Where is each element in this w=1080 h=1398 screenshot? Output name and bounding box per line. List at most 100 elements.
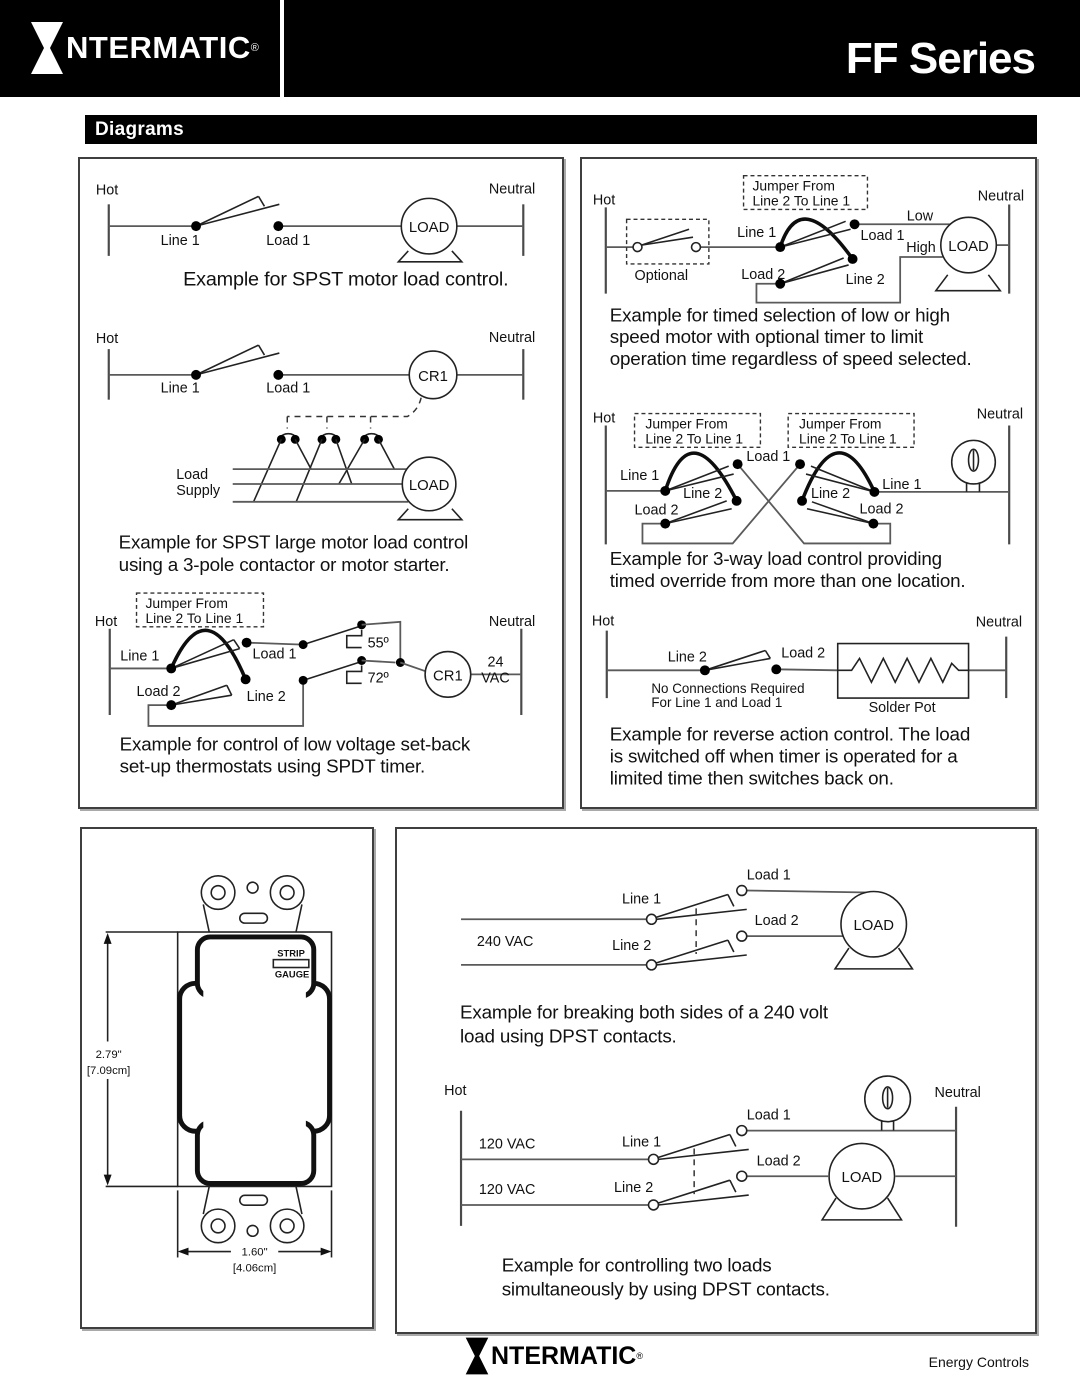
r1-hot-label: Hot xyxy=(593,192,615,208)
ba-caption-line1: Example for breaking both sides of a 240… xyxy=(460,1001,829,1022)
d3-wires xyxy=(108,628,523,727)
r2-wires xyxy=(604,425,1011,545)
r3-solder-pot-label: Solder Pot xyxy=(869,700,936,716)
intermatic-hourglass-icon xyxy=(31,22,63,74)
footer: NTERMATIC® Energy Controls xyxy=(0,1332,1080,1398)
bb-load-text: LOAD xyxy=(842,1170,883,1186)
d2-cr1-text: CR1 xyxy=(418,369,448,385)
dpst-120v-diagram: Hot Neutral 120 VAC Line 1 120 VAC Line … xyxy=(444,1075,981,1299)
device-drawing-svg: STRIP GAUGE 2.79" [7.09cm] 1.60" xyxy=(87,875,333,1274)
dpst-diagrams-panel: Line 1 240 VAC Line 2 Load 1 Load 2 xyxy=(395,827,1037,1334)
r1-jumper-note-box xyxy=(742,175,869,211)
r2-caption-line2: timed override from more than one locati… xyxy=(610,570,966,591)
bb-line2-label: Line 2 xyxy=(614,1180,653,1196)
d2-supply-wires xyxy=(232,468,409,503)
device-gauge-label: GAUGE xyxy=(275,969,309,979)
d3-jumper-line1: Jumper From xyxy=(145,595,228,611)
bb-load1-label: Load 1 xyxy=(747,1108,791,1124)
r2-jumper-right-box xyxy=(787,412,915,448)
left-diagrams-svg: Hot Neutral Line 1 Load 1 LOAD xyxy=(95,181,535,777)
bb-caption-line1: Example for controlling two loads xyxy=(502,1254,772,1275)
r1-load1-label: Load 1 xyxy=(861,228,905,244)
r1-neutral-label: Neutral xyxy=(978,188,1024,204)
ba-dpst-switch-icon xyxy=(645,884,748,971)
d3-caption-line2: set-up thermostats using SPDT timer. xyxy=(120,756,425,777)
r2-neutral-label: Neutral xyxy=(977,407,1023,423)
footer-hourglass-icon xyxy=(465,1337,489,1375)
height-dimension: 2.79" [7.09cm] xyxy=(87,931,178,1188)
brand-wordmark: NTERMATIC xyxy=(66,30,251,65)
d3-hot-label: Hot xyxy=(95,614,117,630)
r2-jumper-left-line1: Jumper From xyxy=(645,415,727,431)
bb-line1-label: Line 1 xyxy=(622,1134,661,1150)
d3-jumper-wire xyxy=(169,628,248,681)
dpst-diagrams-svg: Line 1 240 VAC Line 2 Load 1 Load 2 xyxy=(444,868,981,1300)
ba-wires xyxy=(461,889,869,966)
r2-line2-right-label: Line 2 xyxy=(811,486,850,502)
r2-jumper-wire-right xyxy=(800,451,877,502)
d3-jumper-line2: Line 2 To Line 1 xyxy=(145,610,243,626)
device-strip-label: STRIP xyxy=(277,949,305,959)
d2-caption-line2: using a 3-pole contactor or motor starte… xyxy=(119,554,450,575)
d3-jumper-note-box xyxy=(135,592,265,628)
r1-optional-label: Optional xyxy=(635,268,688,284)
r1-motor-icon: LOAD xyxy=(934,216,1002,292)
left-diagrams-panel: Hot Neutral Line 1 Load 1 LOAD xyxy=(78,157,564,809)
ba-line1-label: Line 1 xyxy=(622,891,661,907)
r2-lamp-icon xyxy=(950,439,997,492)
d1-switch-icon xyxy=(191,195,284,232)
device-width-cm: [4.06cm] xyxy=(233,1262,276,1274)
footer-intermatic-logo: NTERMATIC® xyxy=(465,1337,643,1375)
r3-neutral-label: Neutral xyxy=(976,615,1022,631)
ba-line2-label: Line 2 xyxy=(612,938,651,954)
footer-brand-wordmark: NTERMATIC xyxy=(491,1341,637,1370)
d2-relay-coil-icon: CR1 xyxy=(408,350,458,400)
d2-load-supply-label2: Supply xyxy=(176,483,221,499)
brand-trademark: ® xyxy=(250,42,259,54)
d3-thermostat-contacts-icon xyxy=(298,620,427,685)
d3-temp72-label: 72º xyxy=(368,670,390,686)
d3-line1-label: Line 1 xyxy=(120,648,159,664)
r2-load1-label: Load 1 xyxy=(746,449,790,465)
r2-load2-right-label: Load 2 xyxy=(860,502,904,518)
section-banner: Diagrams xyxy=(85,115,1037,144)
header-divider xyxy=(280,0,284,97)
device-strip-gauge-slot xyxy=(272,958,310,969)
bb-neutral-label: Neutral xyxy=(935,1085,981,1101)
r1-load-text: LOAD xyxy=(948,239,989,255)
spdt-thermostat-diagram: Jumper From Line 2 To Line 1 Hot Neutral xyxy=(95,592,535,777)
r2-line2-left-label: Line 2 xyxy=(683,486,722,502)
d1-motor-icon: LOAD xyxy=(396,197,464,263)
reverse-action-diagram: Hot Neutral Line 2 Load 2 No Connections… xyxy=(592,614,1022,789)
d3-relay-coil-icon: CR1 xyxy=(424,650,472,698)
d1-neutral-label: Neutral xyxy=(489,181,535,197)
footer-brand-trademark: ® xyxy=(636,1351,643,1361)
r1-line2-label: Line 2 xyxy=(846,272,885,288)
r2-jumper-right-line2: Line 2 To Line 1 xyxy=(799,430,897,446)
r2-load2-left-label: Load 2 xyxy=(635,503,679,519)
device-height-inches: 2.79" xyxy=(96,1049,122,1061)
spst-motor-diagram: Hot Neutral Line 1 Load 1 LOAD xyxy=(96,181,535,290)
bb-dpst-switch-icon xyxy=(647,1124,749,1211)
bb-caption-line2: simultaneously by using DPST contacts. xyxy=(502,1278,830,1299)
r2-caption-line1: Example for 3-way load control providing xyxy=(610,548,942,569)
r3-caption-line3: limited time then switches back on. xyxy=(610,767,894,788)
device-height-cm: [7.09cm] xyxy=(87,1065,130,1077)
device-width-inches: 1.60" xyxy=(242,1246,268,1258)
header-bar: NTERMATIC® FF Series xyxy=(0,0,1080,97)
bb-load2-label: Load 2 xyxy=(757,1153,801,1169)
r1-caption-line3: operation time regardless of speed selec… xyxy=(610,348,972,369)
d1-line1-label: Line 1 xyxy=(161,233,200,249)
d3-caption-line1: Example for control of low voltage set-b… xyxy=(120,734,471,755)
bb-voltage1-label: 120 VAC xyxy=(479,1136,535,1152)
d3-temp55-label: 55º xyxy=(368,636,390,652)
r1-low-label: Low xyxy=(907,208,934,224)
r3-note-line2: For Line 1 and Load 1 xyxy=(651,695,782,710)
width-dimension: 1.60" [4.06cm] xyxy=(176,1190,333,1274)
d3-load2-label: Load 2 xyxy=(137,684,181,700)
right-diagrams-panel: Jumper From Line 2 To Line 1 Hot Neutral… xyxy=(580,157,1037,809)
bb-lamp-icon xyxy=(863,1075,912,1131)
d1-hot-label: Hot xyxy=(96,182,118,198)
r2-switch-left-icon xyxy=(660,459,743,529)
